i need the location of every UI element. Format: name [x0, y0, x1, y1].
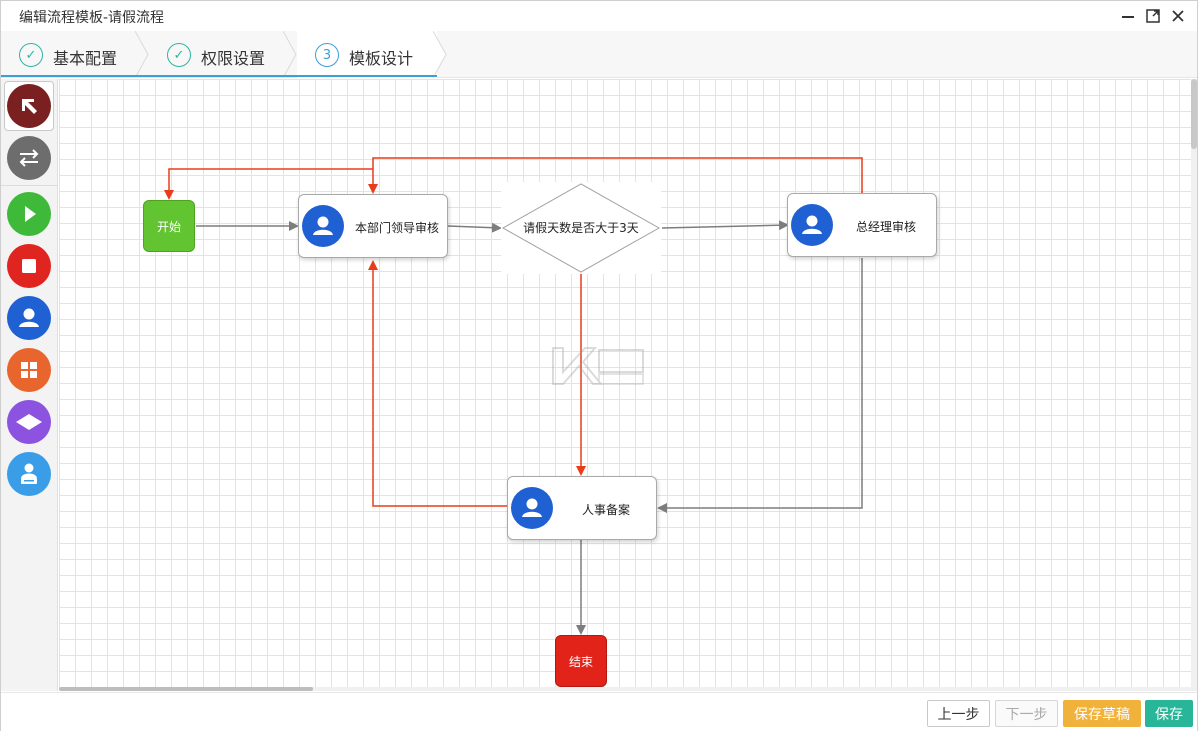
save-draft-button[interactable]: 保存草稿 [1063, 700, 1141, 727]
footer-bar: 上一步 下一步 保存草稿 保存 [1, 692, 1197, 731]
edge-dept-to-decision [447, 222, 502, 233]
end-tool-button[interactable] [7, 244, 51, 288]
close-icon[interactable] [1167, 5, 1189, 27]
horizontal-scrollbar[interactable] [59, 687, 1191, 691]
step-separator [433, 31, 447, 78]
grid-icon [21, 362, 37, 378]
user-card-icon [21, 463, 37, 484]
end-node[interactable]: 结束 [555, 635, 607, 687]
task-node-general-manager[interactable]: 总经理审核 [787, 193, 937, 257]
scrollbar-thumb[interactable] [1191, 79, 1197, 149]
decision-tool-button[interactable] [7, 400, 51, 444]
step-separator [283, 31, 297, 78]
arrow-pointer-icon [22, 99, 37, 114]
next-step-button[interactable]: 下一步 [995, 700, 1058, 727]
user-icon [302, 205, 344, 247]
start-tool-button[interactable] [7, 192, 51, 236]
edge-gm-to-hr [657, 258, 863, 513]
step-template-design[interactable]: 3 模板设计 [297, 31, 437, 78]
window-title: 编辑流程模板-请假流程 [19, 10, 165, 26]
task-tool-button[interactable] [7, 296, 51, 340]
start-node-label: 开始 [156, 219, 181, 234]
task-node-dept-leader[interactable]: 本部门领导审核 [298, 194, 448, 258]
task-node-label: 人事备案 [582, 503, 631, 517]
wizard-steps: ✓ 基本配置 ✓ 权限设置 3 模板设计 [1, 31, 1197, 78]
pointer-tool-button[interactable] [7, 84, 51, 128]
title-bar: 编辑流程模板-请假流程 [1, 1, 1197, 31]
swap-arrows-icon [19, 149, 39, 167]
active-step-underline [1, 75, 437, 77]
decision-node-label: 请假天数是否大于3天 [523, 221, 639, 235]
step-permissions[interactable]: ✓ 权限设置 [149, 31, 297, 78]
task-node-hr[interactable]: 人事备案 [507, 476, 657, 540]
design-canvas[interactable]: 开始 本部门领导审核 请假天数是否大于3天 总经理审核 人事备案 [59, 79, 1197, 691]
decision-node[interactable]: 请假天数是否大于3天 [501, 182, 661, 274]
save-button[interactable]: 保存 [1145, 700, 1193, 727]
check-icon: ✓ [19, 43, 43, 67]
edge-decision-to-gm [661, 220, 789, 231]
step-label: 基本配置 [53, 49, 118, 68]
check-icon: ✓ [167, 43, 191, 67]
previous-step-button[interactable]: 上一步 [927, 700, 990, 727]
maximize-icon[interactable] [1142, 5, 1164, 27]
step-label: 模板设计 [349, 49, 414, 68]
user-icon [791, 204, 833, 246]
user-icon [19, 308, 39, 327]
task-node-label: 总经理审核 [856, 220, 917, 234]
task-node-label: 本部门领导审核 [355, 221, 440, 235]
edge-hr-reject-to-dept [368, 260, 507, 507]
step-separator [135, 31, 149, 78]
scrollbar-thumb[interactable] [59, 687, 313, 691]
user-icon [511, 487, 553, 529]
flow-connections [164, 157, 863, 635]
subprocess-tool-button[interactable] [7, 348, 51, 392]
step-label: 权限设置 [201, 49, 266, 68]
end-node-label: 结束 [568, 654, 593, 669]
diamond-icon [16, 414, 42, 430]
step-number: 3 [315, 43, 339, 67]
edge-gm-reject-to-dept [368, 157, 863, 194]
tool-palette [1, 79, 58, 691]
user-group-tool-button[interactable] [7, 452, 51, 496]
step-basic-config[interactable]: ✓ 基本配置 [1, 31, 149, 78]
palette-divider [1, 185, 57, 186]
edge-dept-reject-to-start [164, 168, 373, 200]
vertical-scrollbar[interactable] [1191, 79, 1197, 691]
watermark-logo [552, 347, 644, 385]
play-icon [25, 206, 36, 222]
connector-tool-button[interactable] [7, 136, 51, 180]
stop-icon [22, 259, 36, 273]
start-node[interactable]: 开始 [143, 200, 195, 252]
minimize-icon[interactable] [1117, 5, 1139, 27]
